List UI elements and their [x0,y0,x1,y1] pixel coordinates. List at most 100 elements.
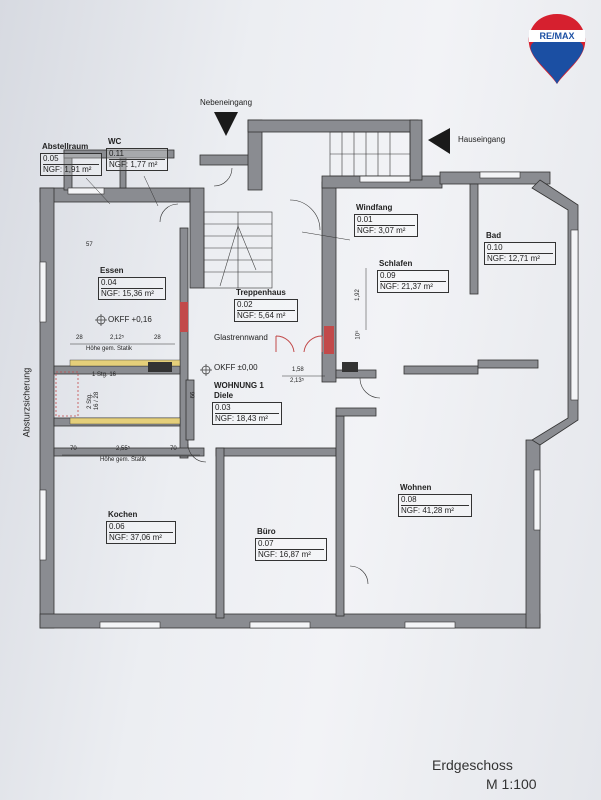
room-number: 0.01 [357,215,415,226]
dimension-66: 66 [190,391,197,399]
wall [189,187,205,289]
beam [69,359,181,367]
side-entrance-arrow [214,112,238,136]
stair-label-2b: 16 / 28 [94,391,101,411]
main-entrance-label: Hauseingang [458,135,506,144]
column [148,362,172,372]
main-entrance-arrow [428,128,450,154]
wall [53,447,205,457]
room-area: NGF: 37,06 m² [109,533,162,542]
wall [119,157,127,189]
wall [403,365,479,375]
room-box-schlafen: 0.09 NGF: 21,37 m² [377,270,449,293]
room-box-wc: 0.11 NGF: 1,77 m² [106,148,168,171]
room-area: NGF: 18,43 m² [215,414,268,423]
room-box-essen: 0.04 NGF: 15,36 m² [98,277,166,300]
wall [199,154,251,166]
room-box-abstellraum: 0.05 NGF: 1,91 m² [40,153,102,176]
window [67,187,105,195]
stair-label-2a: 2 Stg. [86,393,93,409]
side-entrance-label: Nebeneingang [200,98,253,107]
room-box-bad: 0.10 NGF: 12,71 m² [484,242,556,265]
wall [215,447,225,619]
fall-protection [55,371,79,417]
dimension-212: 2,12⁵ [110,335,125,341]
wall [247,119,419,133]
dimension-28-left: 28 [76,335,83,341]
wall [335,415,345,617]
room-number: 0.04 [101,278,163,289]
wall [215,447,337,457]
dimension-10: 10⁵ [355,330,362,340]
apartment-label: WOHNUNG 1 [214,381,264,390]
dimension-255: 2,55⁵ [116,446,131,452]
window [404,621,456,629]
red-marker [180,302,188,332]
glass-partition-label: Glastrennwand [214,333,268,342]
svg-text:RE/MAX: RE/MAX [539,31,574,41]
wall [525,439,541,629]
beam [69,417,181,425]
dimension-57: 57 [86,242,93,248]
room-name-essen: Essen [100,266,124,275]
wall [185,379,195,441]
room-number: 0.08 [401,495,469,506]
stair-label-1: 1 Stg. 16 [92,372,117,378]
room-number: 0.05 [43,154,99,165]
floor-title: Erdgeschoss [432,757,513,773]
room-area: NGF: 12,71 m² [487,254,540,263]
wall [179,227,189,459]
window [479,171,521,179]
dimension-192: 1,92 [354,289,361,301]
dimension-lines [62,268,367,456]
floor-scale: M 1:100 [486,776,537,792]
room-name-abstellraum: Abstellraum [42,142,89,151]
stairs [203,211,273,289]
room-number: 0.11 [109,149,165,160]
wall [477,359,539,369]
column [342,362,358,372]
window [99,621,161,629]
wall [39,187,55,629]
window [570,229,579,401]
room-area: NGF: 3,07 m² [357,226,406,235]
wall [39,187,191,203]
room-box-treppenhaus: 0.02 NGF: 5,64 m² [234,299,298,322]
room-area: NGF: 5,64 m² [237,311,286,320]
room-box-buero: 0.07 NGF: 16,87 m² [255,538,327,561]
room-area: NGF: 1,91 m² [43,165,92,174]
room-name-wohnen: Wohnen [400,483,432,492]
room-name-kochen: Kochen [108,510,138,519]
room-number: 0.09 [380,271,446,282]
room-area: NGF: 15,36 m² [101,289,154,298]
room-area: NGF: 1,77 m² [109,160,158,169]
room-number: 0.06 [109,522,173,533]
entrance-stairs [329,131,411,177]
fall-protection-label: Absturzsicherung [21,367,32,438]
room-box-wohnen: 0.08 NGF: 41,28 m² [398,494,472,517]
window [533,469,541,531]
dimension-70-right: 70 [170,446,177,452]
wall [63,149,175,159]
room-area: NGF: 16,87 m² [258,550,311,559]
room-name-schlafen: Schlafen [379,259,413,268]
room-number: 0.02 [237,300,295,311]
glass-partition [275,335,323,353]
room-box-kochen: 0.06 NGF: 37,06 m² [106,521,176,544]
window [39,261,47,323]
window [39,489,47,561]
room-name-buero: Büro [257,527,276,536]
wall [409,119,423,181]
level-label-essen: OKFF +0,16 [108,315,152,324]
remax-logo: RE/MAX [525,12,589,86]
room-box-diele: 0.03 NGF: 18,43 m² [212,402,282,425]
room-box-windfang: 0.01 NGF: 3,07 m² [354,214,418,237]
level-label-diele: OKFF ±0,00 [214,363,258,372]
room-number: 0.07 [258,539,324,550]
red-marker [324,326,334,354]
dimension-213: 2,13⁵ [290,378,305,384]
room-name-wc: WC [108,137,122,146]
room-area: NGF: 21,37 m² [380,282,433,291]
